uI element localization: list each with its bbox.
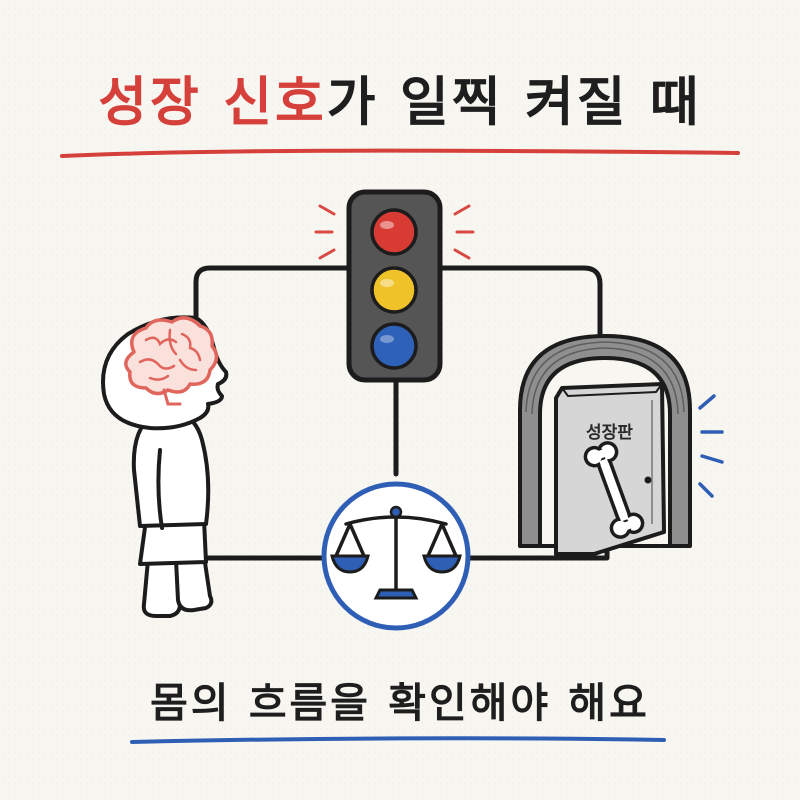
title-highlight: 성장 신호 xyxy=(98,72,327,133)
growth-plate-label: 성장판 xyxy=(586,423,633,443)
page-subtitle: 몸의 흐름을 확인해야 해요 xyxy=(150,679,650,727)
bone-icon xyxy=(583,441,645,539)
page-title: 성장 신호가 일찍 켜질 때 xyxy=(0,58,800,148)
yellow-light xyxy=(370,266,418,314)
title-rest: 가 일찍 켜질 때 xyxy=(326,72,702,133)
subtitle-underline xyxy=(130,736,666,744)
red-light xyxy=(370,208,418,256)
traffic-light-icon xyxy=(346,189,443,383)
door-signal-lines-icon xyxy=(698,394,724,498)
signal-lines-icon xyxy=(314,204,475,260)
brain-icon xyxy=(124,316,219,406)
blue-light xyxy=(370,322,418,370)
balance-scale-icon xyxy=(321,481,471,631)
title-underline xyxy=(60,148,740,158)
